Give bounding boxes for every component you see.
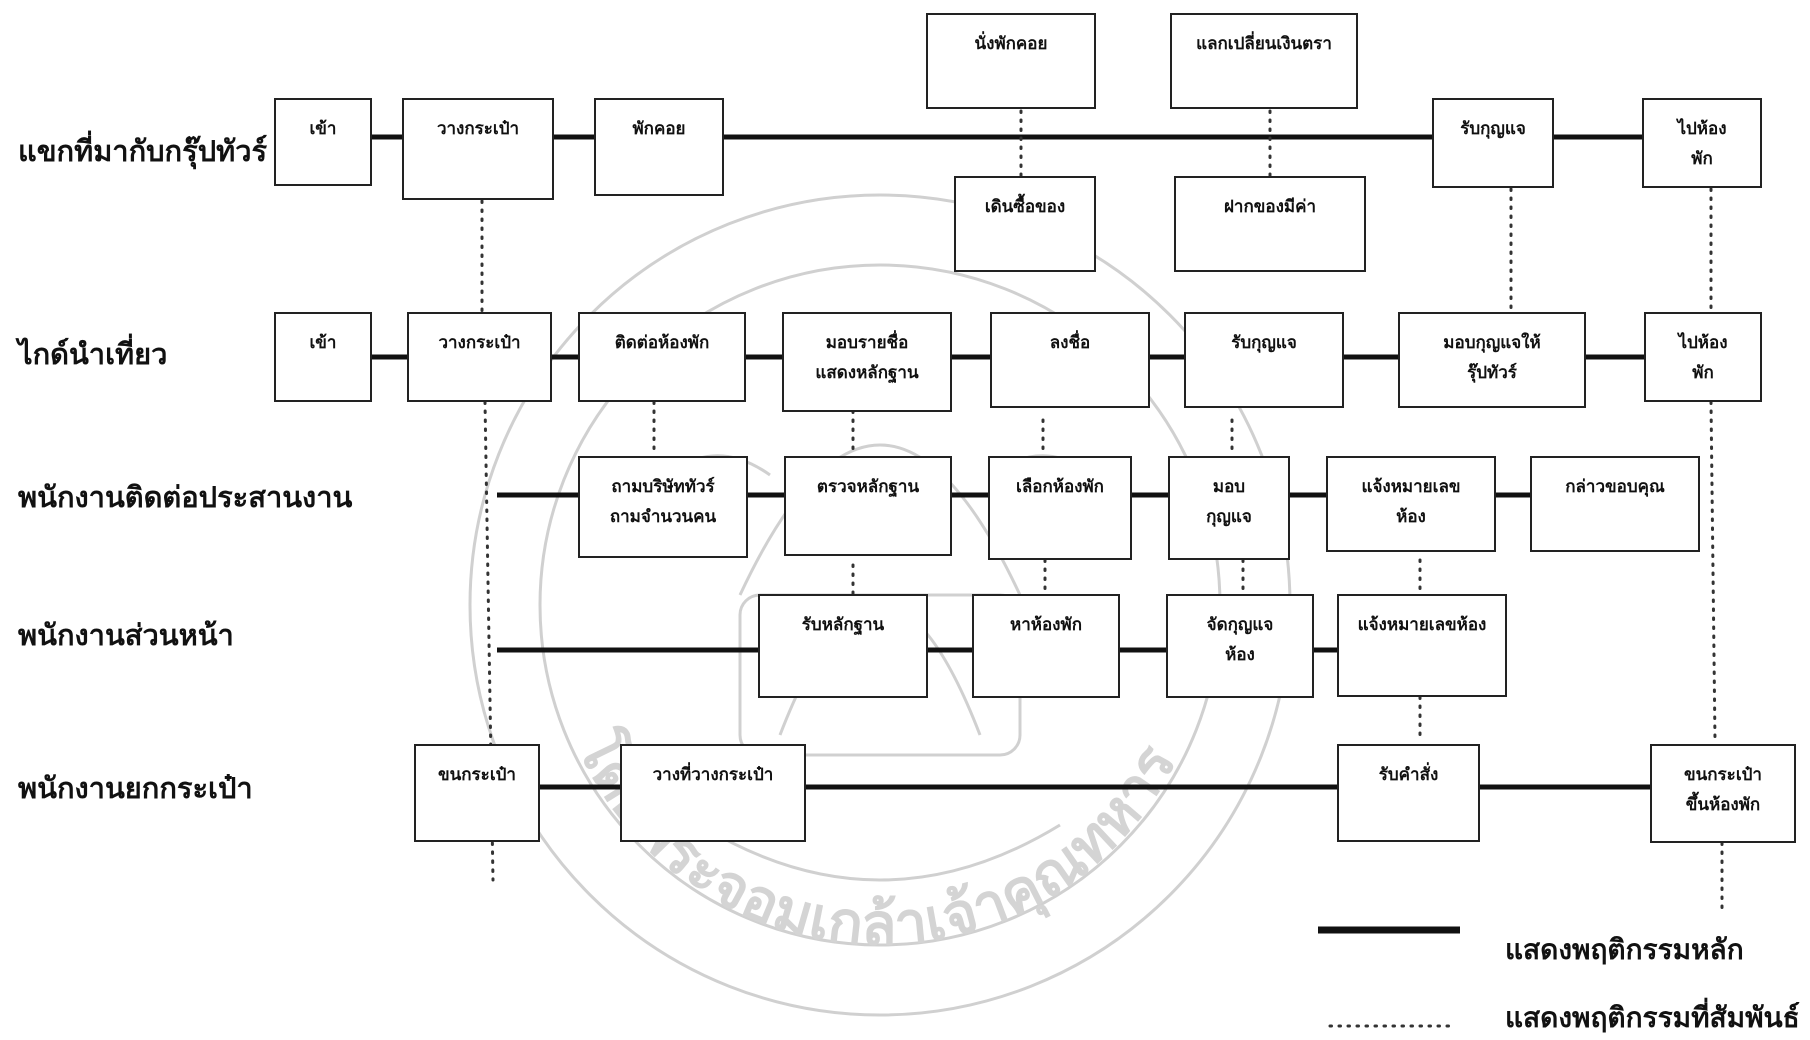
box-line: พัก xyxy=(1691,149,1713,169)
box-line: ฝากของมีค่า xyxy=(1223,197,1317,217)
box-line: นั่งพักคอย xyxy=(974,34,1048,54)
box-guide-receive-key: รับกุญแจ xyxy=(1184,312,1344,408)
box-line: ถามจำนวนคน xyxy=(609,507,717,527)
box-line: พัก xyxy=(1692,363,1714,383)
box-line: เดินซื้อของ xyxy=(984,197,1066,217)
box-line: มอบรายชื่อ xyxy=(825,333,909,353)
box-line: วางกระเป๋า xyxy=(438,333,521,353)
lane-label-front: พนักงานส่วนหน้า xyxy=(18,618,234,652)
box-guide-sign: ลงชื่อ xyxy=(990,312,1150,408)
box-guide-go-room: ไปห้องพัก xyxy=(1644,312,1762,402)
box-guest-enter: เข้า xyxy=(274,98,372,186)
main-behavior-lines xyxy=(372,134,1650,790)
box-line: แลกเปลี่ยนเงินตรา xyxy=(1196,34,1332,54)
legend-main-label: แสดงพฤติกรรมหลัก xyxy=(1505,933,1744,966)
box-front-receive-evidence: รับหลักฐาน xyxy=(758,594,928,698)
box-coord-choose-room: เลือกห้องพัก xyxy=(988,456,1132,560)
box-coord-give-key: มอบกุญแจ xyxy=(1168,456,1290,560)
lane-label-porter: พนักงานยกกระเป๋า xyxy=(18,771,253,805)
box-line: เข้า xyxy=(309,119,337,139)
lane-label-guide: ไกด์นำเที่ยว xyxy=(18,337,168,371)
box-line: ถามบริษัททัวร์ xyxy=(611,477,715,497)
box-guide-give-key: มอบกุญแจให้รุ๊ปทัวร์ xyxy=(1398,312,1586,408)
box-front-find-room: หาห้องพัก xyxy=(972,594,1120,698)
legend-related-label: แสดงพฤติกรรมที่สัมพันธ์ xyxy=(1505,1001,1800,1034)
box-line: รับหลักฐาน xyxy=(801,615,885,635)
box-line: ไปห้อง xyxy=(1677,119,1727,139)
box-guest-receive-key: รับกุญแจ xyxy=(1432,98,1554,188)
box-line: รับกุญแจ xyxy=(1460,119,1526,139)
box-line: ลงชื่อ xyxy=(1049,333,1091,353)
box-guest-go-room: ไปห้องพัก xyxy=(1642,98,1762,188)
box-guest-wait: พักคอย xyxy=(594,98,724,196)
box-guest-shopping: เดินซื้อของ xyxy=(954,176,1096,272)
box-line: รับคำสั่ง xyxy=(1378,765,1439,785)
box-front-inform-room: แจ้งหมายเลขห้อง xyxy=(1337,594,1507,697)
box-line: มอบ xyxy=(1212,477,1246,497)
box-coord-check: ตรวจหลักฐาน xyxy=(784,456,952,556)
box-line: เลือกห้องพัก xyxy=(1016,477,1104,497)
box-porter-place: วางที่วางกระเป๋า xyxy=(620,744,806,842)
box-line: ขนกระเป๋า xyxy=(1684,765,1762,785)
box-line: แจ้งหมายเลข xyxy=(1361,477,1461,497)
box-coord-thank: กล่าวขอบคุณ xyxy=(1530,456,1700,552)
box-line: วางกระเป๋า xyxy=(436,119,520,139)
box-porter-carry-up: ขนกระเป๋าขึ้นห้องพัก xyxy=(1650,744,1796,843)
box-line: จัดกุญแจ xyxy=(1206,615,1274,635)
box-guide-enter: เข้า xyxy=(274,312,372,402)
box-porter-receive-order: รับคำสั่ง xyxy=(1337,744,1480,842)
box-line: พักคอย xyxy=(632,119,686,139)
box-line: มอบกุญแจให้ xyxy=(1443,333,1541,353)
lane-label-guests: แขกที่มากับกรุ๊ปทัวร์ xyxy=(18,134,268,168)
box-front-prepare-key: จัดกุญแจห้อง xyxy=(1166,594,1314,698)
box-guest-exchange: แลกเปลี่ยนเงินตรา xyxy=(1170,13,1358,109)
box-guest-deposit: ฝากของมีค่า xyxy=(1174,176,1366,272)
box-line: วางที่วางกระเป๋า xyxy=(652,765,774,785)
box-line: ห้อง xyxy=(1396,507,1426,527)
box-line: กล่าวขอบคุณ xyxy=(1565,477,1665,497)
box-line: หาห้องพัก xyxy=(1010,615,1082,635)
box-line: เข้า xyxy=(309,333,337,353)
box-line: ติดต่อห้องพัก xyxy=(614,333,710,353)
box-guide-place-bag: วางกระเป๋า xyxy=(407,312,552,402)
box-guide-give-list: มอบรายชื่อแสดงหลักฐาน xyxy=(782,312,952,412)
box-guide-contact-room: ติดต่อห้องพัก xyxy=(578,312,746,402)
box-line: ขึ้นห้องพัก xyxy=(1685,795,1761,815)
box-guest-sit-wait: นั่งพักคอย xyxy=(926,13,1096,109)
box-porter-carry: ขนกระเป๋า xyxy=(414,744,540,842)
box-guest-place-bag: วางกระเป๋า xyxy=(402,98,554,200)
box-coord-ask: ถามบริษัททัวร์ถามจำนวนคน xyxy=(578,456,748,558)
box-line: ห้อง xyxy=(1225,645,1255,665)
box-line: รับกุญแจ xyxy=(1231,333,1297,353)
box-line: แสดงหลักฐาน xyxy=(815,363,919,383)
box-coord-inform-room: แจ้งหมายเลขห้อง xyxy=(1326,456,1496,552)
box-line: รุ๊ปทัวร์ xyxy=(1467,363,1517,383)
box-line: ไปห้อง xyxy=(1678,333,1728,353)
lane-label-coordinator: พนักงานติดต่อประสานงาน xyxy=(18,480,353,514)
box-line: ขนกระเป๋า xyxy=(438,765,516,785)
box-line: แจ้งหมายเลขห้อง xyxy=(1357,615,1487,635)
box-line: ตรวจหลักฐาน xyxy=(816,477,920,497)
box-line: กุญแจ xyxy=(1206,507,1252,527)
